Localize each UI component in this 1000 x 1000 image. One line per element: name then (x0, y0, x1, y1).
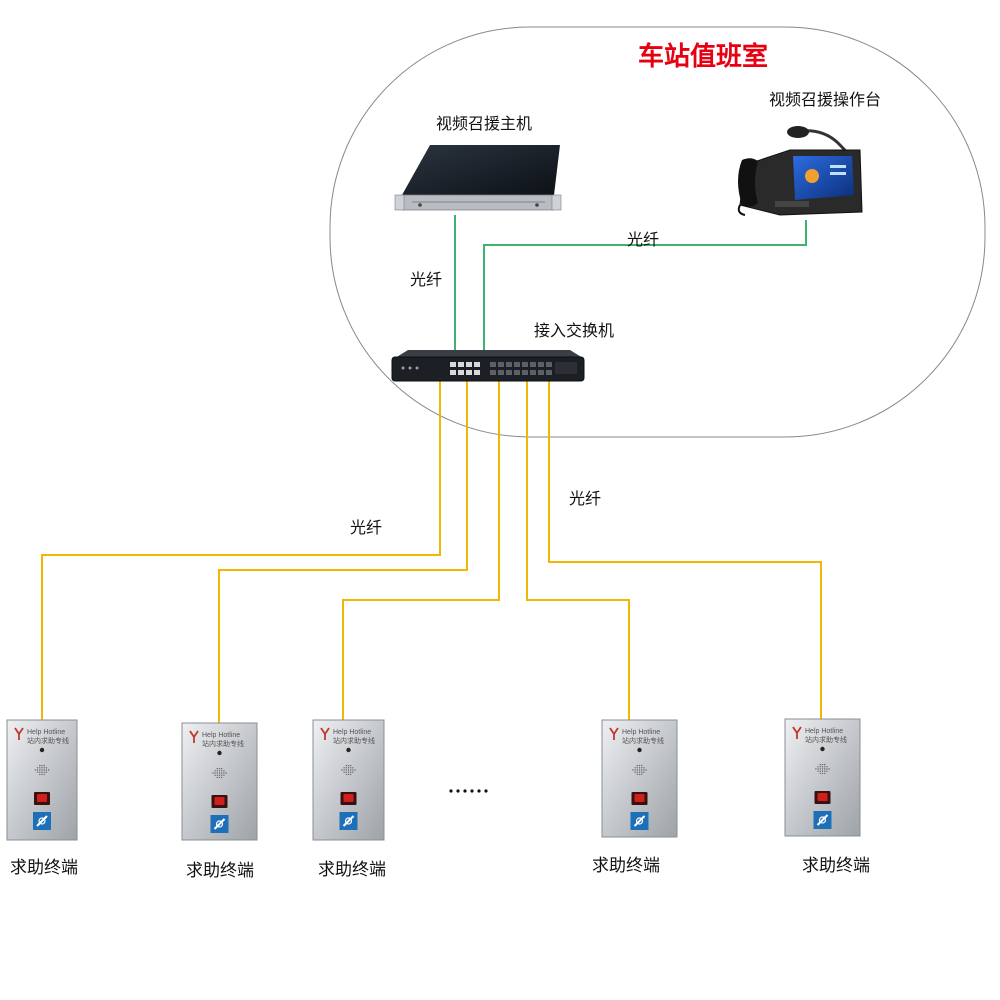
brand-english-text: Help Hotline (622, 729, 660, 736)
terminal-label: 求助终端 (318, 860, 386, 880)
brand-logo-icon (189, 730, 199, 743)
brand-logo-icon (14, 727, 24, 740)
console-label: 视频召援操作台 (769, 90, 882, 109)
fiber-link-terminal-4 (526, 380, 630, 722)
fiber-label-console: 光纤 (627, 230, 660, 249)
speaker-grille-icon (341, 764, 356, 776)
camera-lens-icon (346, 747, 351, 753)
terminal-fiber-links (41, 380, 822, 725)
network-switch-icon (391, 350, 585, 382)
brand-english-text: Help Hotline (27, 729, 65, 736)
duty-room-boundary (329, 26, 986, 438)
speaker-grille-icon (815, 763, 830, 775)
host-label: 视频召援主机 (436, 114, 533, 133)
brand-chinese-text: 站内求助专线 (333, 736, 375, 745)
terminal-label: 求助终端 (802, 856, 870, 876)
fiber-link-terminal-2 (218, 380, 468, 725)
brand-english-text: Help Hotline (805, 728, 843, 735)
fiber-link-console-switch (483, 220, 807, 352)
speaker-grille-icon (212, 767, 227, 779)
fiber-label-right: 光纤 (569, 489, 602, 508)
fiber-link-terminal-5 (548, 380, 822, 722)
terminal-label: 求助终端 (592, 856, 660, 876)
brand-chinese-text: 站内求助专线 (202, 739, 244, 748)
terminal-label: 求助终端 (186, 861, 254, 881)
more-terminals-ellipsis (449, 789, 488, 793)
brand-logo-icon (609, 727, 619, 740)
brand-logo-icon (792, 726, 802, 739)
brand-english-text: Help Hotline (333, 729, 371, 736)
fiber-label-host: 光纤 (410, 270, 443, 289)
camera-lens-icon (39, 747, 45, 753)
camera-lens-icon (217, 750, 222, 756)
brand-chinese-text: 站内求助专线 (622, 736, 664, 745)
speaker-grille-icon (632, 764, 647, 776)
brand-chinese-text: 站内求助专线 (805, 735, 847, 744)
switch-label: 接入交换机 (534, 321, 615, 340)
fiber-label-left: 光纤 (350, 518, 383, 537)
duty-room-title: 车站值班室 (638, 42, 769, 72)
fiber-link-terminal-3 (342, 380, 500, 722)
camera-lens-icon (820, 746, 825, 752)
fiber-link-terminal-1 (41, 380, 441, 722)
brand-english-text: Help Hotline (202, 732, 240, 739)
brand-logo-icon (320, 727, 330, 740)
video-phone-console-icon (737, 126, 863, 216)
camera-lens-icon (637, 747, 642, 753)
terminal-label: 求助终端 (10, 858, 78, 878)
brand-chinese-text: 站内求助专线 (27, 736, 69, 745)
speaker-grille-icon (34, 764, 50, 776)
rack-server-icon (394, 145, 562, 211)
